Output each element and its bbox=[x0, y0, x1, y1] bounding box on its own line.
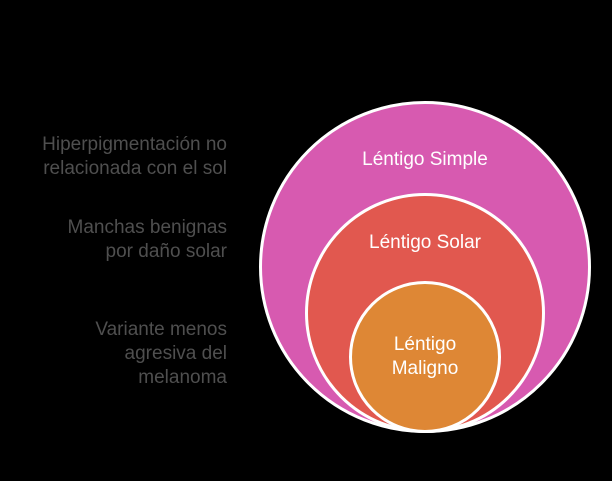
circle-label-lentigo-simple: Léntigo Simple bbox=[362, 149, 488, 170]
circle-lentigo-maligno: Léntigo Maligno bbox=[349, 281, 501, 433]
circle-label-lentigo-solar: Léntigo Solar bbox=[369, 232, 481, 253]
annotation-lentigo-maligno: Variante menos agresiva del melanoma bbox=[95, 319, 227, 388]
annotation-lentigo-simple: Hiperpigmentación no relacionada con el … bbox=[42, 134, 227, 179]
circle-label-lentigo-maligno: Léntigo Maligno bbox=[391, 334, 459, 379]
annotation-lentigo-solar: Manchas benignas por daño solar bbox=[67, 217, 228, 262]
